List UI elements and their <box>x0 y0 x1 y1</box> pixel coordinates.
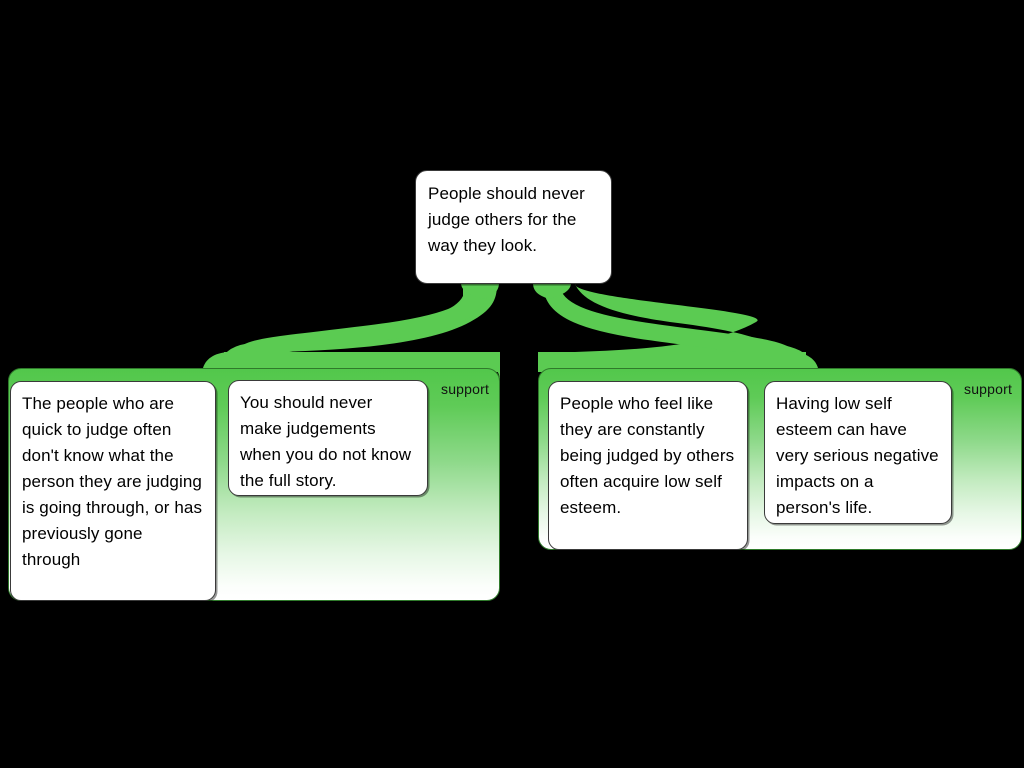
connector-left-stub <box>461 283 499 299</box>
support-label-left: support <box>441 381 490 397</box>
root-claim-text: People should never judge others for the… <box>428 184 585 255</box>
reason-card-r1-text: People who feel like they are constantly… <box>560 394 735 517</box>
reason-card-l2-text: You should never make judgements when yo… <box>240 393 412 490</box>
reason-card-r2[interactable]: Having low self esteem can have very ser… <box>764 381 952 524</box>
connector-right-bar <box>538 352 818 368</box>
reason-card-l2[interactable]: You should never make judgements when yo… <box>228 380 428 496</box>
connector-left-curve <box>239 277 489 361</box>
connector-left-foot <box>219 343 257 377</box>
connector-right-stub <box>533 283 571 299</box>
reason-card-l1[interactable]: The people who are quick to judge often … <box>10 381 216 601</box>
connector-strokes <box>219 277 812 377</box>
connector-left-bar <box>203 352 500 368</box>
reason-card-l1-text: The people who are quick to judge often … <box>22 394 203 569</box>
connector-right-foot <box>775 345 812 377</box>
root-claim-box[interactable]: People should never judge others for the… <box>415 170 612 284</box>
reason-card-r1[interactable]: People who feel like they are constantly… <box>548 381 748 550</box>
support-label-right: support <box>964 381 1013 397</box>
reason-card-r2-text: Having low self esteem can have very ser… <box>776 394 939 517</box>
connector-right-curve <box>543 277 793 363</box>
